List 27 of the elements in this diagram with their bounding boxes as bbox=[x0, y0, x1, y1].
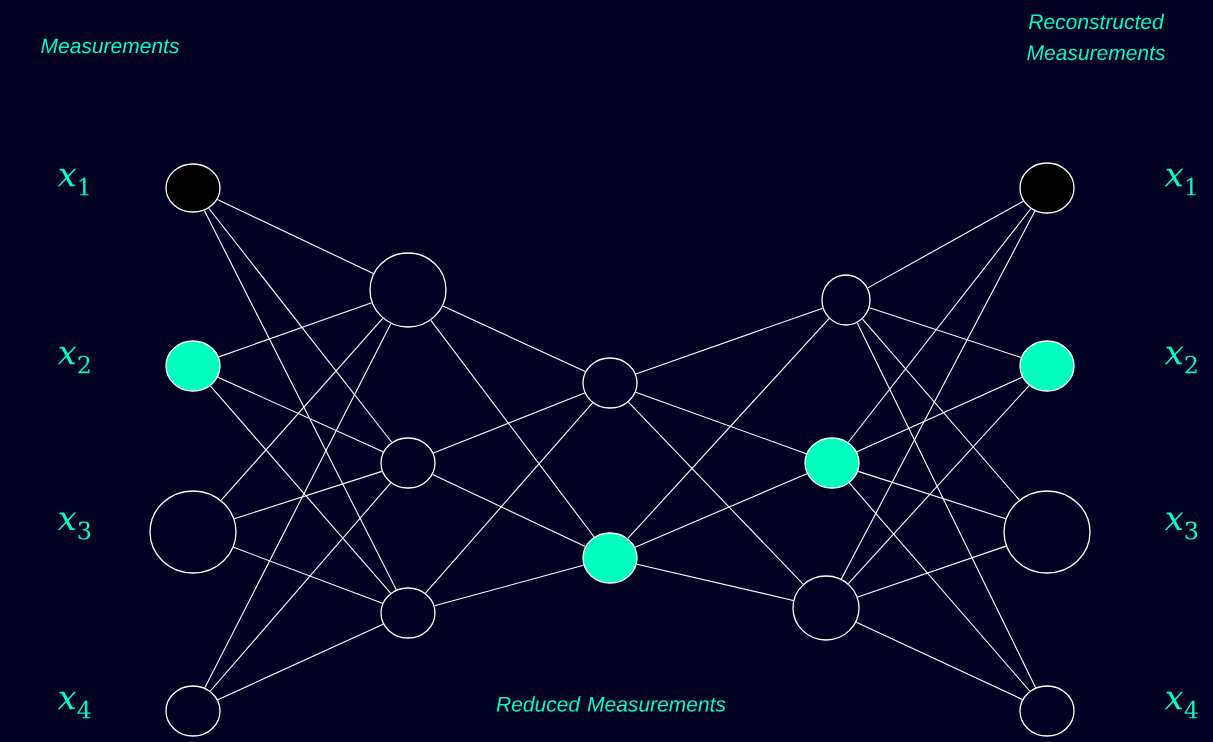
neuron-circle bbox=[1019, 340, 1075, 392]
neuron-circle bbox=[1019, 162, 1075, 214]
variable-label: x$_{3}$ bbox=[1164, 512, 1198, 540]
neuron-circle bbox=[582, 357, 638, 409]
neuron-circle bbox=[582, 532, 638, 584]
neuron-circle bbox=[380, 587, 436, 639]
caption-text: Reduced Measurements bbox=[496, 696, 726, 712]
variable-label: x$_{1}$ bbox=[57, 168, 89, 196]
neuron-circle bbox=[792, 575, 860, 641]
neuron-circle bbox=[165, 340, 221, 392]
variable-label: x$_{1}$ bbox=[1164, 168, 1196, 196]
neuron-circle bbox=[165, 685, 221, 737]
caption-text: Measurements bbox=[41, 38, 179, 54]
caption-text: Reconstructed Measurements bbox=[1027, 13, 1165, 61]
variable-label: x$_{4}$ bbox=[57, 691, 91, 719]
variable-label: x$_{4}$ bbox=[1164, 691, 1198, 719]
neuron-circle bbox=[821, 274, 871, 326]
neuron-circle bbox=[369, 252, 447, 328]
neuron-circle bbox=[149, 490, 237, 574]
variable-label: x$_{2}$ bbox=[1164, 346, 1197, 374]
neuron-circle bbox=[804, 437, 860, 489]
variable-label: x$_{3}$ bbox=[57, 512, 91, 540]
variable-label: x$_{2}$ bbox=[57, 346, 90, 374]
neuron-circle bbox=[1019, 685, 1075, 737]
neuron-circle bbox=[1003, 490, 1091, 574]
neuron-circle bbox=[165, 163, 221, 213]
neuron-circle bbox=[380, 437, 436, 489]
